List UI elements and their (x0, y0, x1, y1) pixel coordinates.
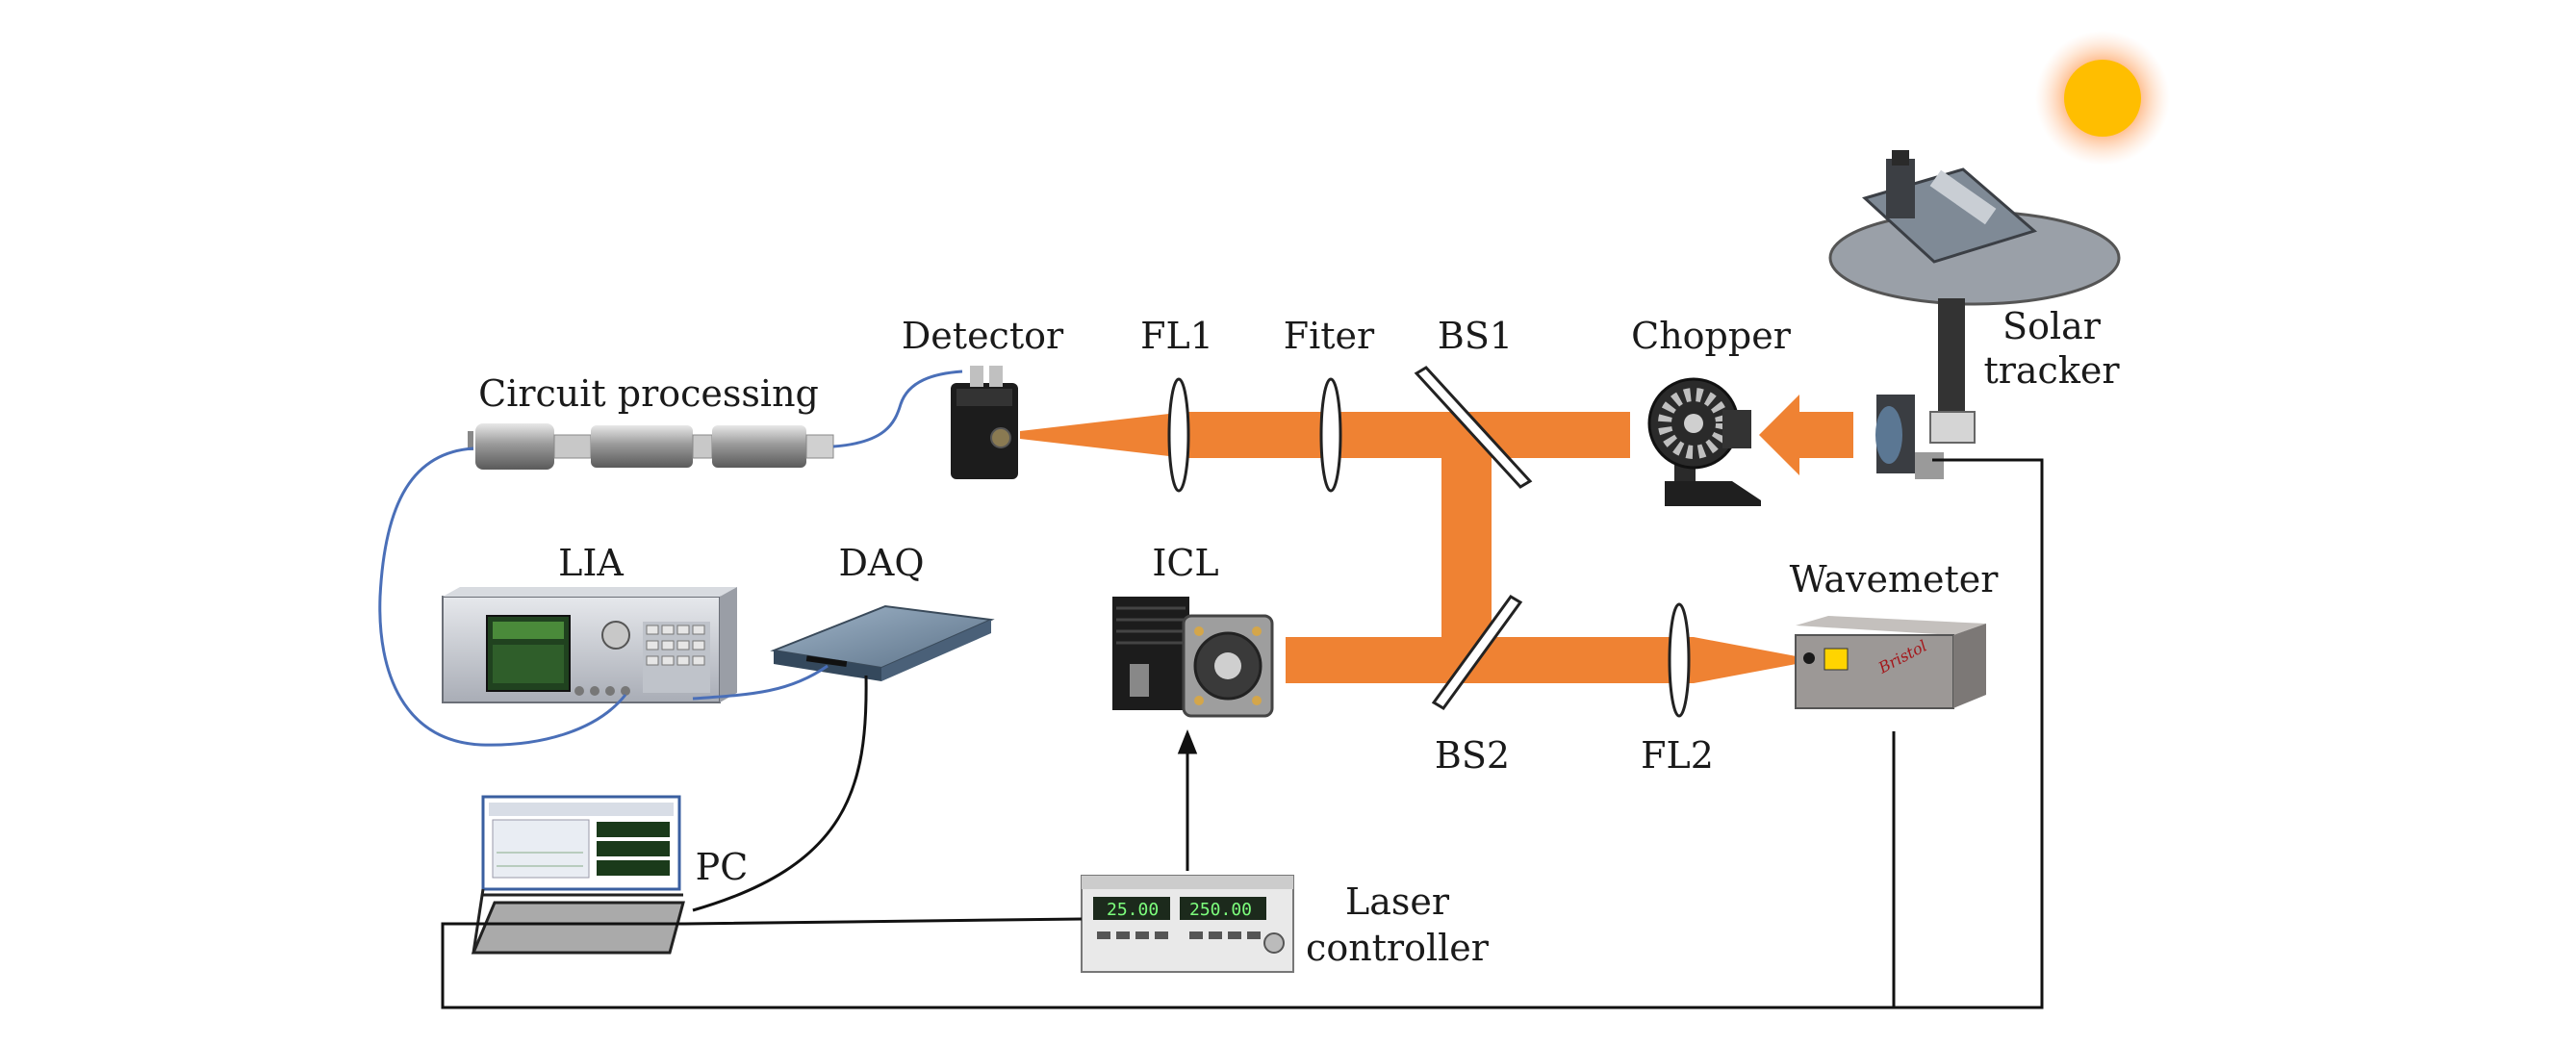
bs2-beamsplitter (1431, 595, 1523, 710)
beam-top (1186, 412, 1630, 458)
fl1-lens (1167, 377, 1190, 493)
laser-controller-display-right: 250.00 (1189, 900, 1252, 920)
label-chopper: Chopper (1631, 315, 1792, 357)
label-pc: PC (696, 846, 749, 888)
label-fl1: FL1 (1140, 315, 1213, 357)
circuit-processing-device (468, 423, 834, 470)
label-fl2: FL2 (1641, 734, 1714, 777)
cable-circuit-to-lia (378, 446, 627, 747)
label-detector: Detector (902, 315, 1064, 357)
label-circuit-processing: Circuit processing (478, 372, 819, 415)
arrowhead-icl (1177, 728, 1198, 754)
label-filter: Fiter (1284, 315, 1375, 357)
label-solar-tracker-1: Solar (2002, 305, 2102, 347)
cable-lia-to-daq (692, 664, 829, 701)
laser-beams (1020, 395, 1853, 683)
solar-tracker-device (1828, 150, 2121, 479)
wire-daq-to-pc (692, 675, 868, 912)
detector-device (951, 366, 1018, 479)
label-solar-tracker-2: tracker (1983, 349, 2120, 392)
blue-cables (378, 370, 963, 747)
beam-cone-detector (1020, 412, 1186, 458)
laser-controller-device: 25.00 250.00 (1081, 875, 1294, 973)
bs1-beamsplitter (1414, 366, 1533, 489)
solar-beam-arrow (1759, 395, 1853, 475)
lia-device (442, 587, 737, 703)
label-bs1: BS1 (1438, 315, 1513, 357)
fl2-lens (1668, 602, 1691, 718)
chopper-device (1647, 377, 1761, 506)
label-icl: ICL (1152, 542, 1218, 584)
icl-device (1112, 597, 1274, 718)
label-laser-controller-2: controller (1306, 927, 1490, 969)
laser-controller-display-left: 25.00 (1107, 900, 1159, 920)
label-wavemeter: Wavemeter (1790, 558, 2000, 600)
black-wires (441, 458, 2044, 1009)
label-lia: LIA (558, 542, 624, 584)
beam-vertical (1441, 458, 1492, 664)
wire-loop (441, 458, 2044, 1009)
cable-detector-to-circuit (832, 370, 963, 448)
daq-device (770, 604, 995, 681)
sun (2035, 31, 2170, 166)
filter-lens (1319, 377, 1342, 493)
beam-cone-wavemeter (1694, 637, 1801, 683)
pc-laptop (471, 795, 685, 955)
wavemeter-device: Bristol (1795, 616, 1986, 709)
label-laser-controller-1: Laser (1345, 880, 1450, 923)
label-bs2: BS2 (1435, 734, 1510, 777)
label-daq: DAQ (838, 542, 924, 584)
